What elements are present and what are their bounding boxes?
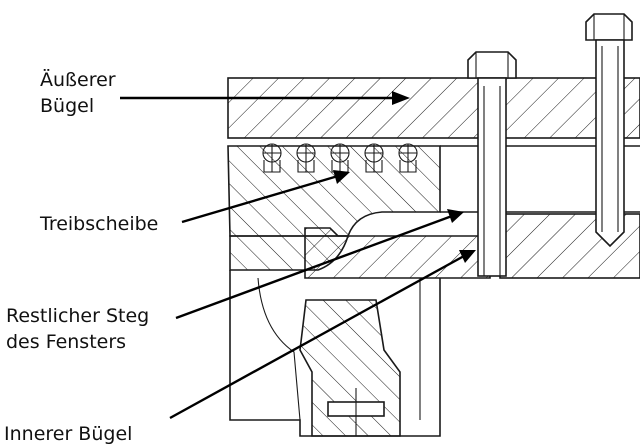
arrow-outer-bracket: [120, 91, 410, 105]
bolt-right: [585, 13, 633, 248]
label-drive-disc: Treibscheibe: [40, 213, 159, 235]
label-remaining-web-line2: des Fensters: [6, 331, 127, 353]
label-remaining-web-line1: Restlicher Steg: [6, 305, 150, 327]
roller-pocket: [262, 143, 282, 173]
roller-pocket: [398, 143, 418, 173]
arrow-drive-disc: [181, 170, 350, 224]
label-outer-bracket-line2: Bügel: [40, 95, 95, 117]
bolt-left: [467, 51, 517, 277]
lower-housing: [229, 270, 441, 437]
arrow-remaining-web: [175, 209, 464, 320]
arrow-inner-bracket: [169, 250, 476, 420]
roller-pocket: [296, 143, 316, 173]
outer-bracket: [227, 77, 640, 139]
label-inner-bracket: Innerer Bügel: [4, 423, 133, 445]
roller-pocket: [364, 143, 384, 173]
roller-pockets: [262, 143, 418, 173]
label-outer-bracket-line1: Äußerer: [40, 69, 116, 91]
